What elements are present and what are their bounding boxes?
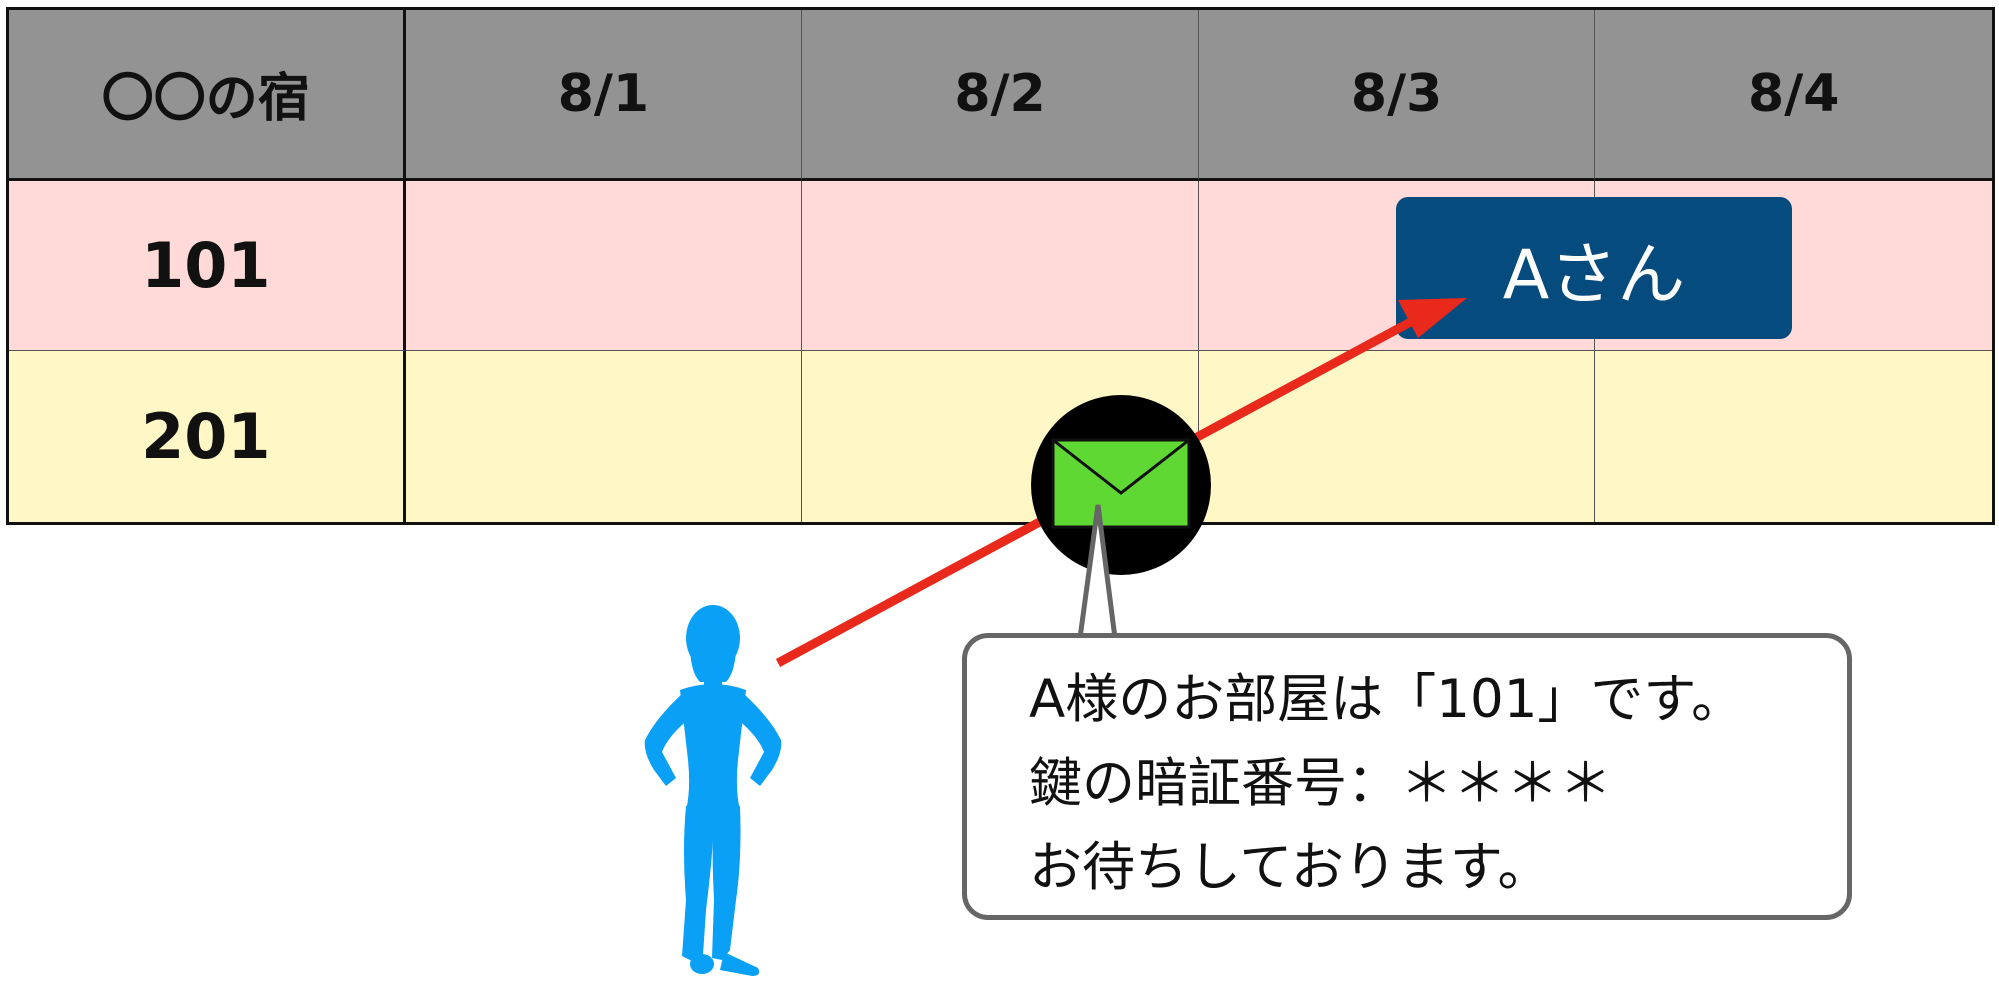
room-201-cell bbox=[405, 351, 803, 522]
date-header-8-3: 8/3 bbox=[1198, 10, 1596, 181]
message-bubble: A様のお部屋は「101」です。 鍵の暗証番号：＊＊＊＊ お待ちしております。 bbox=[962, 633, 1852, 920]
date-header-8-2: 8/2 bbox=[802, 10, 1199, 181]
room-101-cell bbox=[405, 180, 803, 352]
room-201-cell bbox=[1198, 351, 1596, 522]
message-line: A様のお部屋は「101」です。 bbox=[1029, 669, 1745, 730]
room-label-101: 101 bbox=[9, 180, 406, 352]
date-header-8-4: 8/4 bbox=[1595, 10, 1992, 181]
mail-envelope-icon bbox=[1031, 395, 1211, 575]
message-line: 鍵の暗証番号：＊＊＊＊ bbox=[1029, 753, 1612, 814]
message-line: お待ちしております。 bbox=[1029, 837, 1551, 898]
person-silhouette-icon bbox=[644, 605, 782, 976]
booking-guest-label: Aさん bbox=[1502, 235, 1686, 315]
room-201-cell bbox=[1595, 351, 1992, 522]
room-101-cell bbox=[802, 180, 1199, 352]
booking-block: Aさん bbox=[1396, 197, 1792, 339]
date-header-8-1: 8/1 bbox=[405, 10, 803, 181]
inn-name-header: 〇〇の宿 bbox=[9, 10, 406, 181]
room-label-201: 201 bbox=[9, 351, 406, 522]
